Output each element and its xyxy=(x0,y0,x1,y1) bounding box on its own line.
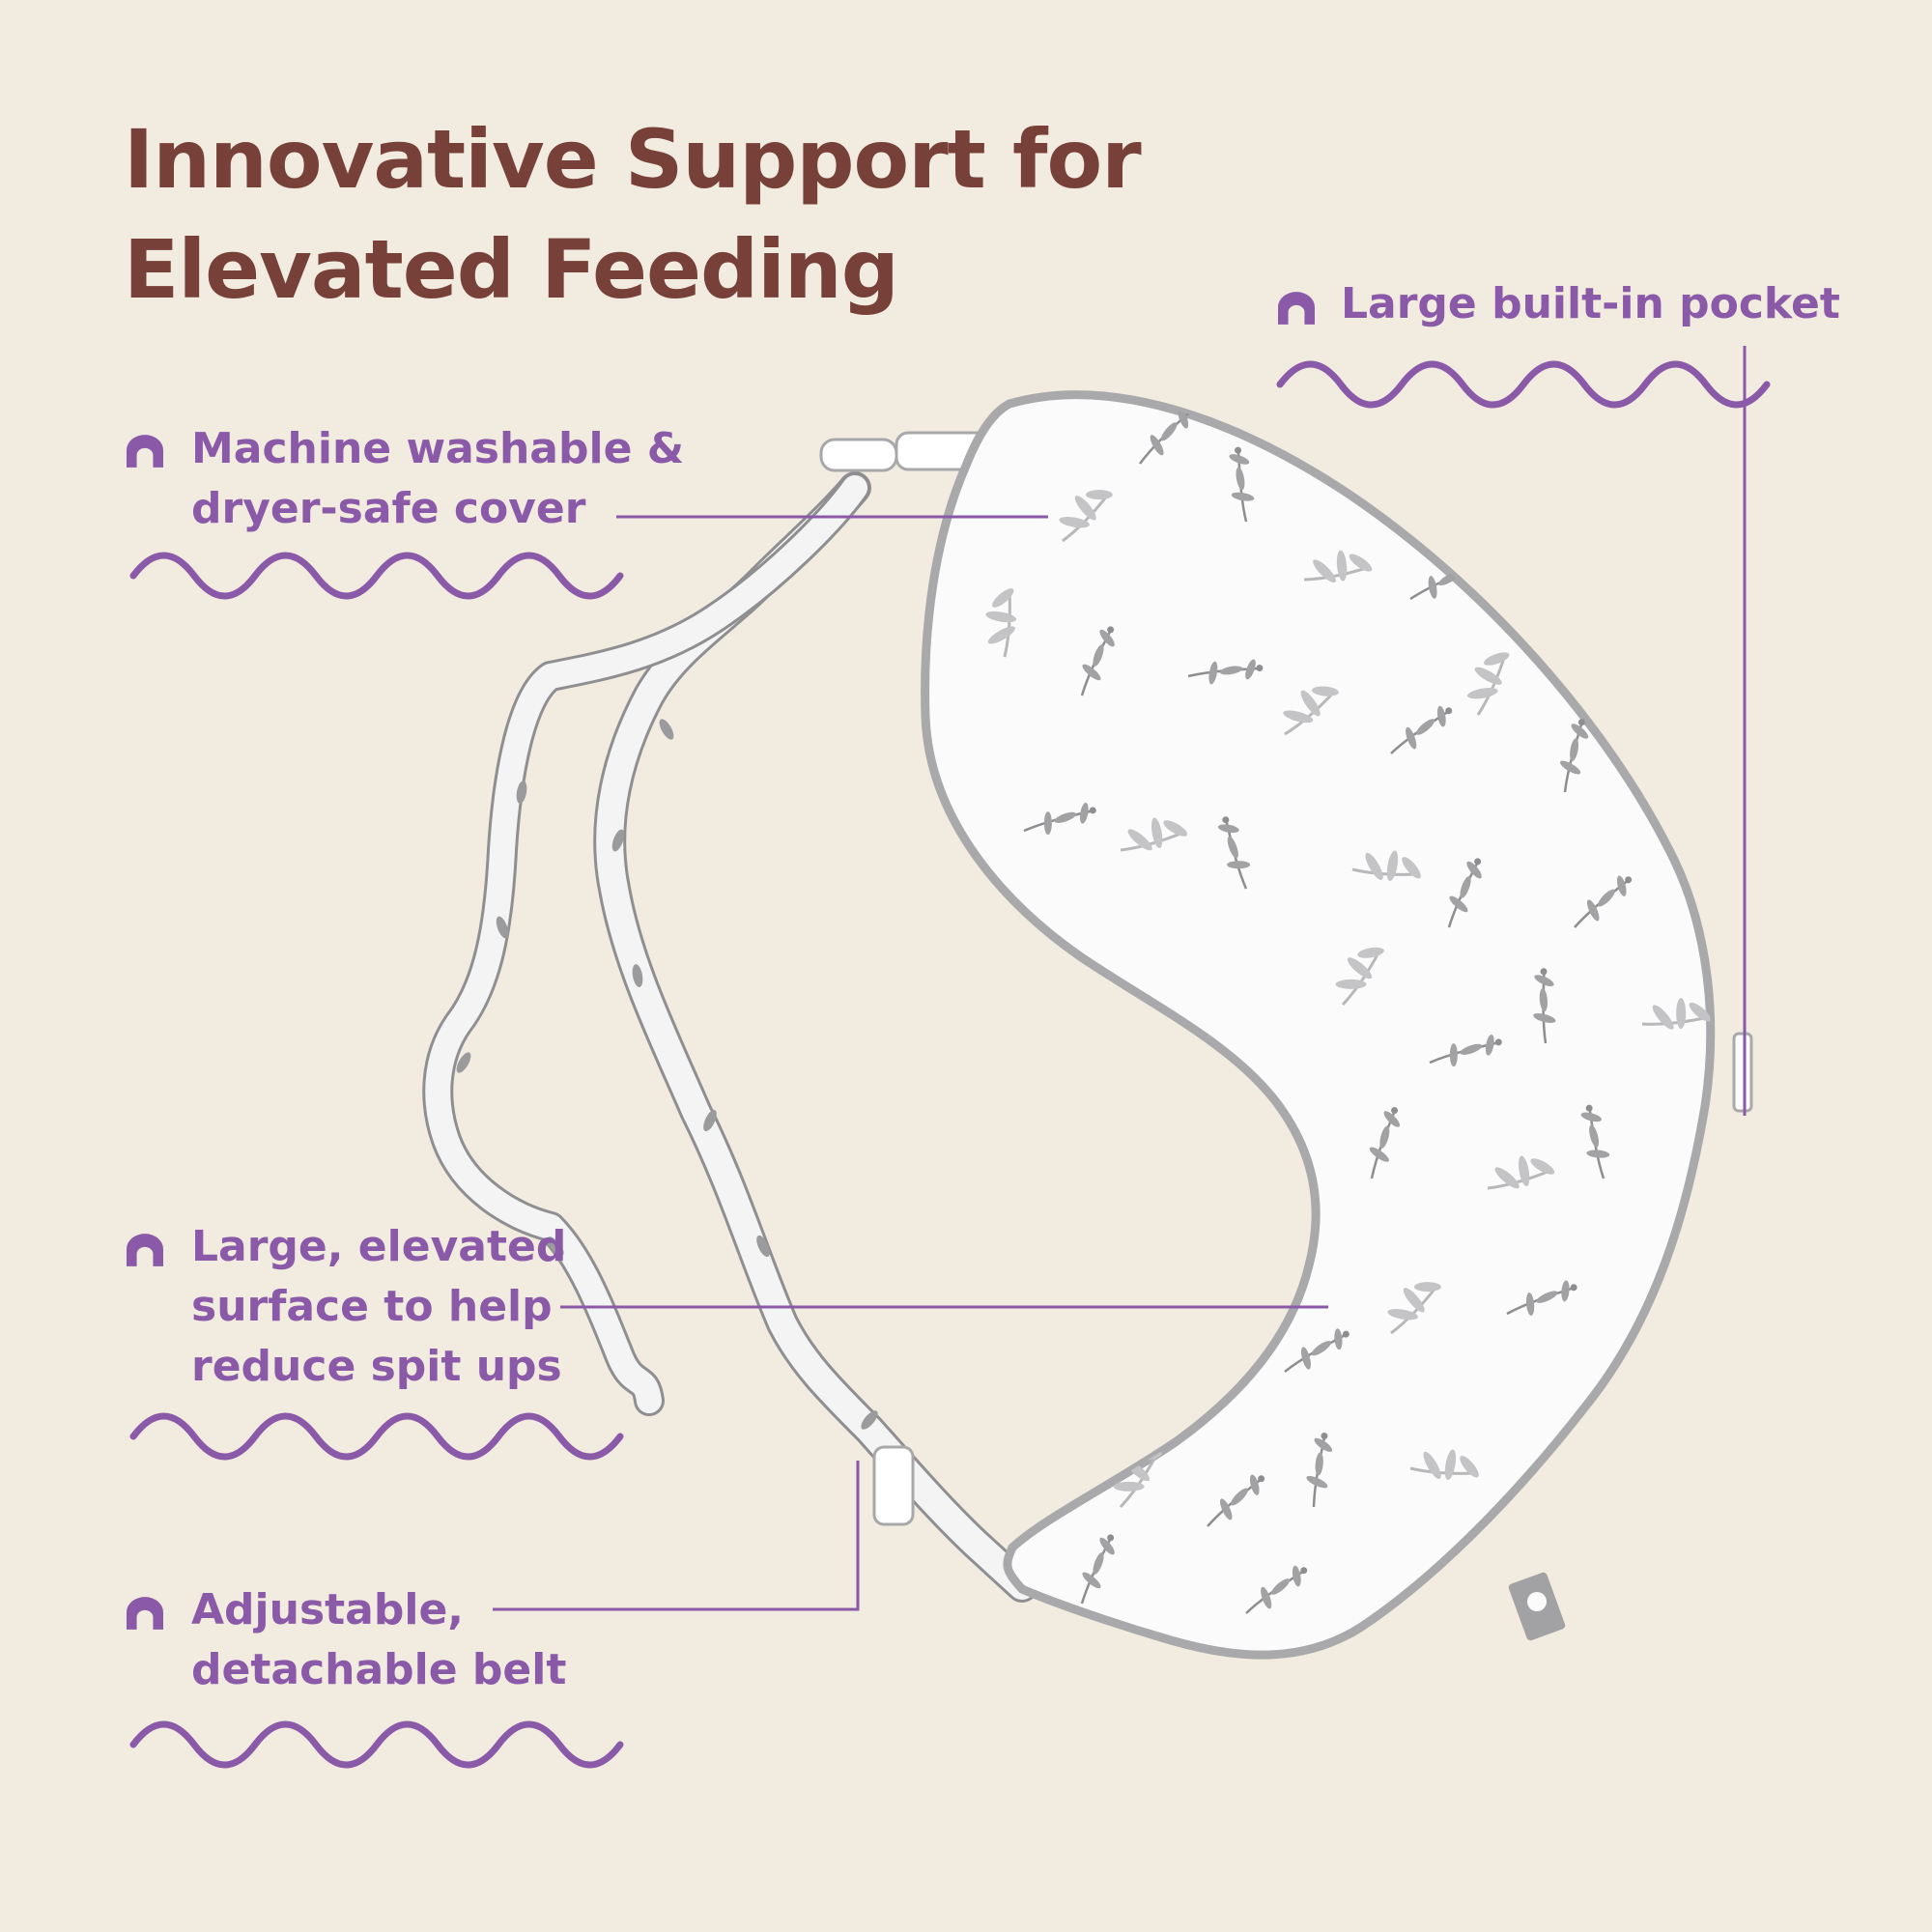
pocket-tab xyxy=(1732,1032,1753,1113)
brand-tag xyxy=(1508,1572,1566,1641)
title-line-1: Innovative Support for xyxy=(124,112,1142,207)
feature-pocket-line-1: Large built-in pocket xyxy=(1341,279,1840,328)
wave-divider-icon xyxy=(1276,360,1771,409)
wave-divider-icon xyxy=(129,1720,624,1769)
feeding-pillow xyxy=(921,390,1753,1660)
feature-belt-line-1: Adjustable, xyxy=(191,1585,465,1634)
feature-cover: Machine washable & dryer-safe cover xyxy=(191,419,684,539)
page-title: Innovative Support for Elevated Feeding xyxy=(124,104,1142,325)
belt-buckle-top xyxy=(819,429,1025,472)
wave-divider-icon xyxy=(129,552,624,600)
feature-belt-line-2: detachable belt xyxy=(191,1645,567,1694)
arch-icon xyxy=(127,1597,163,1630)
feature-surface: Large, elevated surface to help reduce s… xyxy=(191,1217,566,1397)
title-line-2: Elevated Feeding xyxy=(124,222,899,317)
arch-icon xyxy=(127,435,163,468)
callout-lines xyxy=(493,346,1747,1611)
feature-pocket: Large built-in pocket xyxy=(1341,274,1840,334)
arch-icon xyxy=(1278,292,1315,325)
feature-surface-line-2: surface to help xyxy=(191,1282,553,1331)
feature-belt: Adjustable, detachable belt xyxy=(191,1580,566,1700)
arch-icon xyxy=(127,1234,163,1266)
feature-cover-line-2: dryer-safe cover xyxy=(191,484,586,533)
belt-strap xyxy=(422,471,1038,1603)
feature-surface-line-3: reduce spit ups xyxy=(191,1342,562,1391)
callout-line-belt xyxy=(493,1461,860,1611)
wave-divider-icon xyxy=(129,1412,624,1461)
feature-surface-line-1: Large, elevated xyxy=(191,1222,567,1271)
feature-cover-line-1: Machine washable & xyxy=(191,424,685,473)
belt-buckle-bottom xyxy=(872,1445,915,1526)
